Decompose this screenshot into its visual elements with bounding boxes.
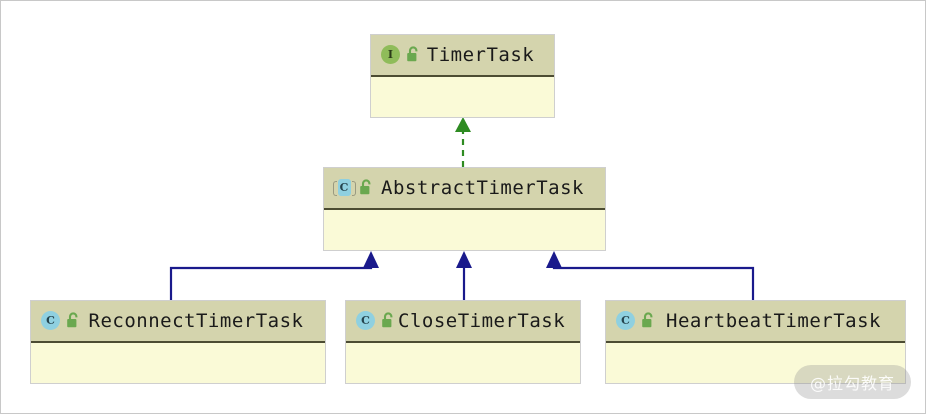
uml-class-name: AbstractTimerTask [381,177,584,199]
uml-class-abstract-timer-task[interactable]: C AbstractTimerTask [323,167,606,251]
uml-class-header: C AbstractTimerTask [324,168,605,210]
uml-class-members-compartment [606,343,905,383]
class-icon: C [616,311,636,331]
edge-generalization-reconnect-to-abstract [169,251,379,300]
unlocked-padlock-icon [65,312,81,330]
uml-class-header: C HeartbeatTimerTask [606,301,905,343]
class-icon: C [41,311,61,331]
uml-class-heartbeat-timer-task[interactable]: C HeartbeatTimerTask [605,300,906,384]
edge-realization-abstract-to-timertask [455,117,471,167]
class-icon: C [356,311,376,331]
uml-class-name: ReconnectTimerTask [88,310,304,332]
unlocked-padlock-icon [640,312,656,330]
uml-class-name: HeartbeatTimerTask [666,310,881,332]
realization-arrowhead [455,117,471,132]
generalization-arrowhead [456,251,472,268]
edge-generalization-close-to-abstract [456,251,472,300]
abstract-class-icon: C [332,178,356,198]
uml-class-header: I TimerTask [371,35,554,77]
unlocked-padlock-icon [405,46,421,64]
generalization-arrowhead [363,251,379,268]
uml-class-header: C ReconnectTimerTask [31,301,325,343]
generalization-arrowhead [546,251,562,268]
unlocked-padlock-icon [380,312,396,330]
edge-generalization-heartbeat-to-abstract [546,251,755,300]
uml-class-close-timer-task[interactable]: C CloseTimerTask [345,300,581,384]
uml-class-reconnect-timer-task[interactable]: C ReconnectTimerTask [30,300,326,384]
uml-class-members-compartment [324,210,605,250]
uml-class-members-compartment [31,343,325,383]
uml-class-members-compartment [346,343,580,383]
uml-class-members-compartment [371,77,554,117]
uml-class-timer-task[interactable]: I TimerTask [370,34,555,118]
uml-class-name: TimerTask [426,44,535,66]
generalization-line [552,266,755,300]
generalization-line [169,266,373,300]
interface-icon: I [381,45,401,65]
uml-class-name: CloseTimerTask [398,310,566,332]
uml-class-header: C CloseTimerTask [346,301,580,343]
unlocked-padlock-icon [358,179,374,197]
